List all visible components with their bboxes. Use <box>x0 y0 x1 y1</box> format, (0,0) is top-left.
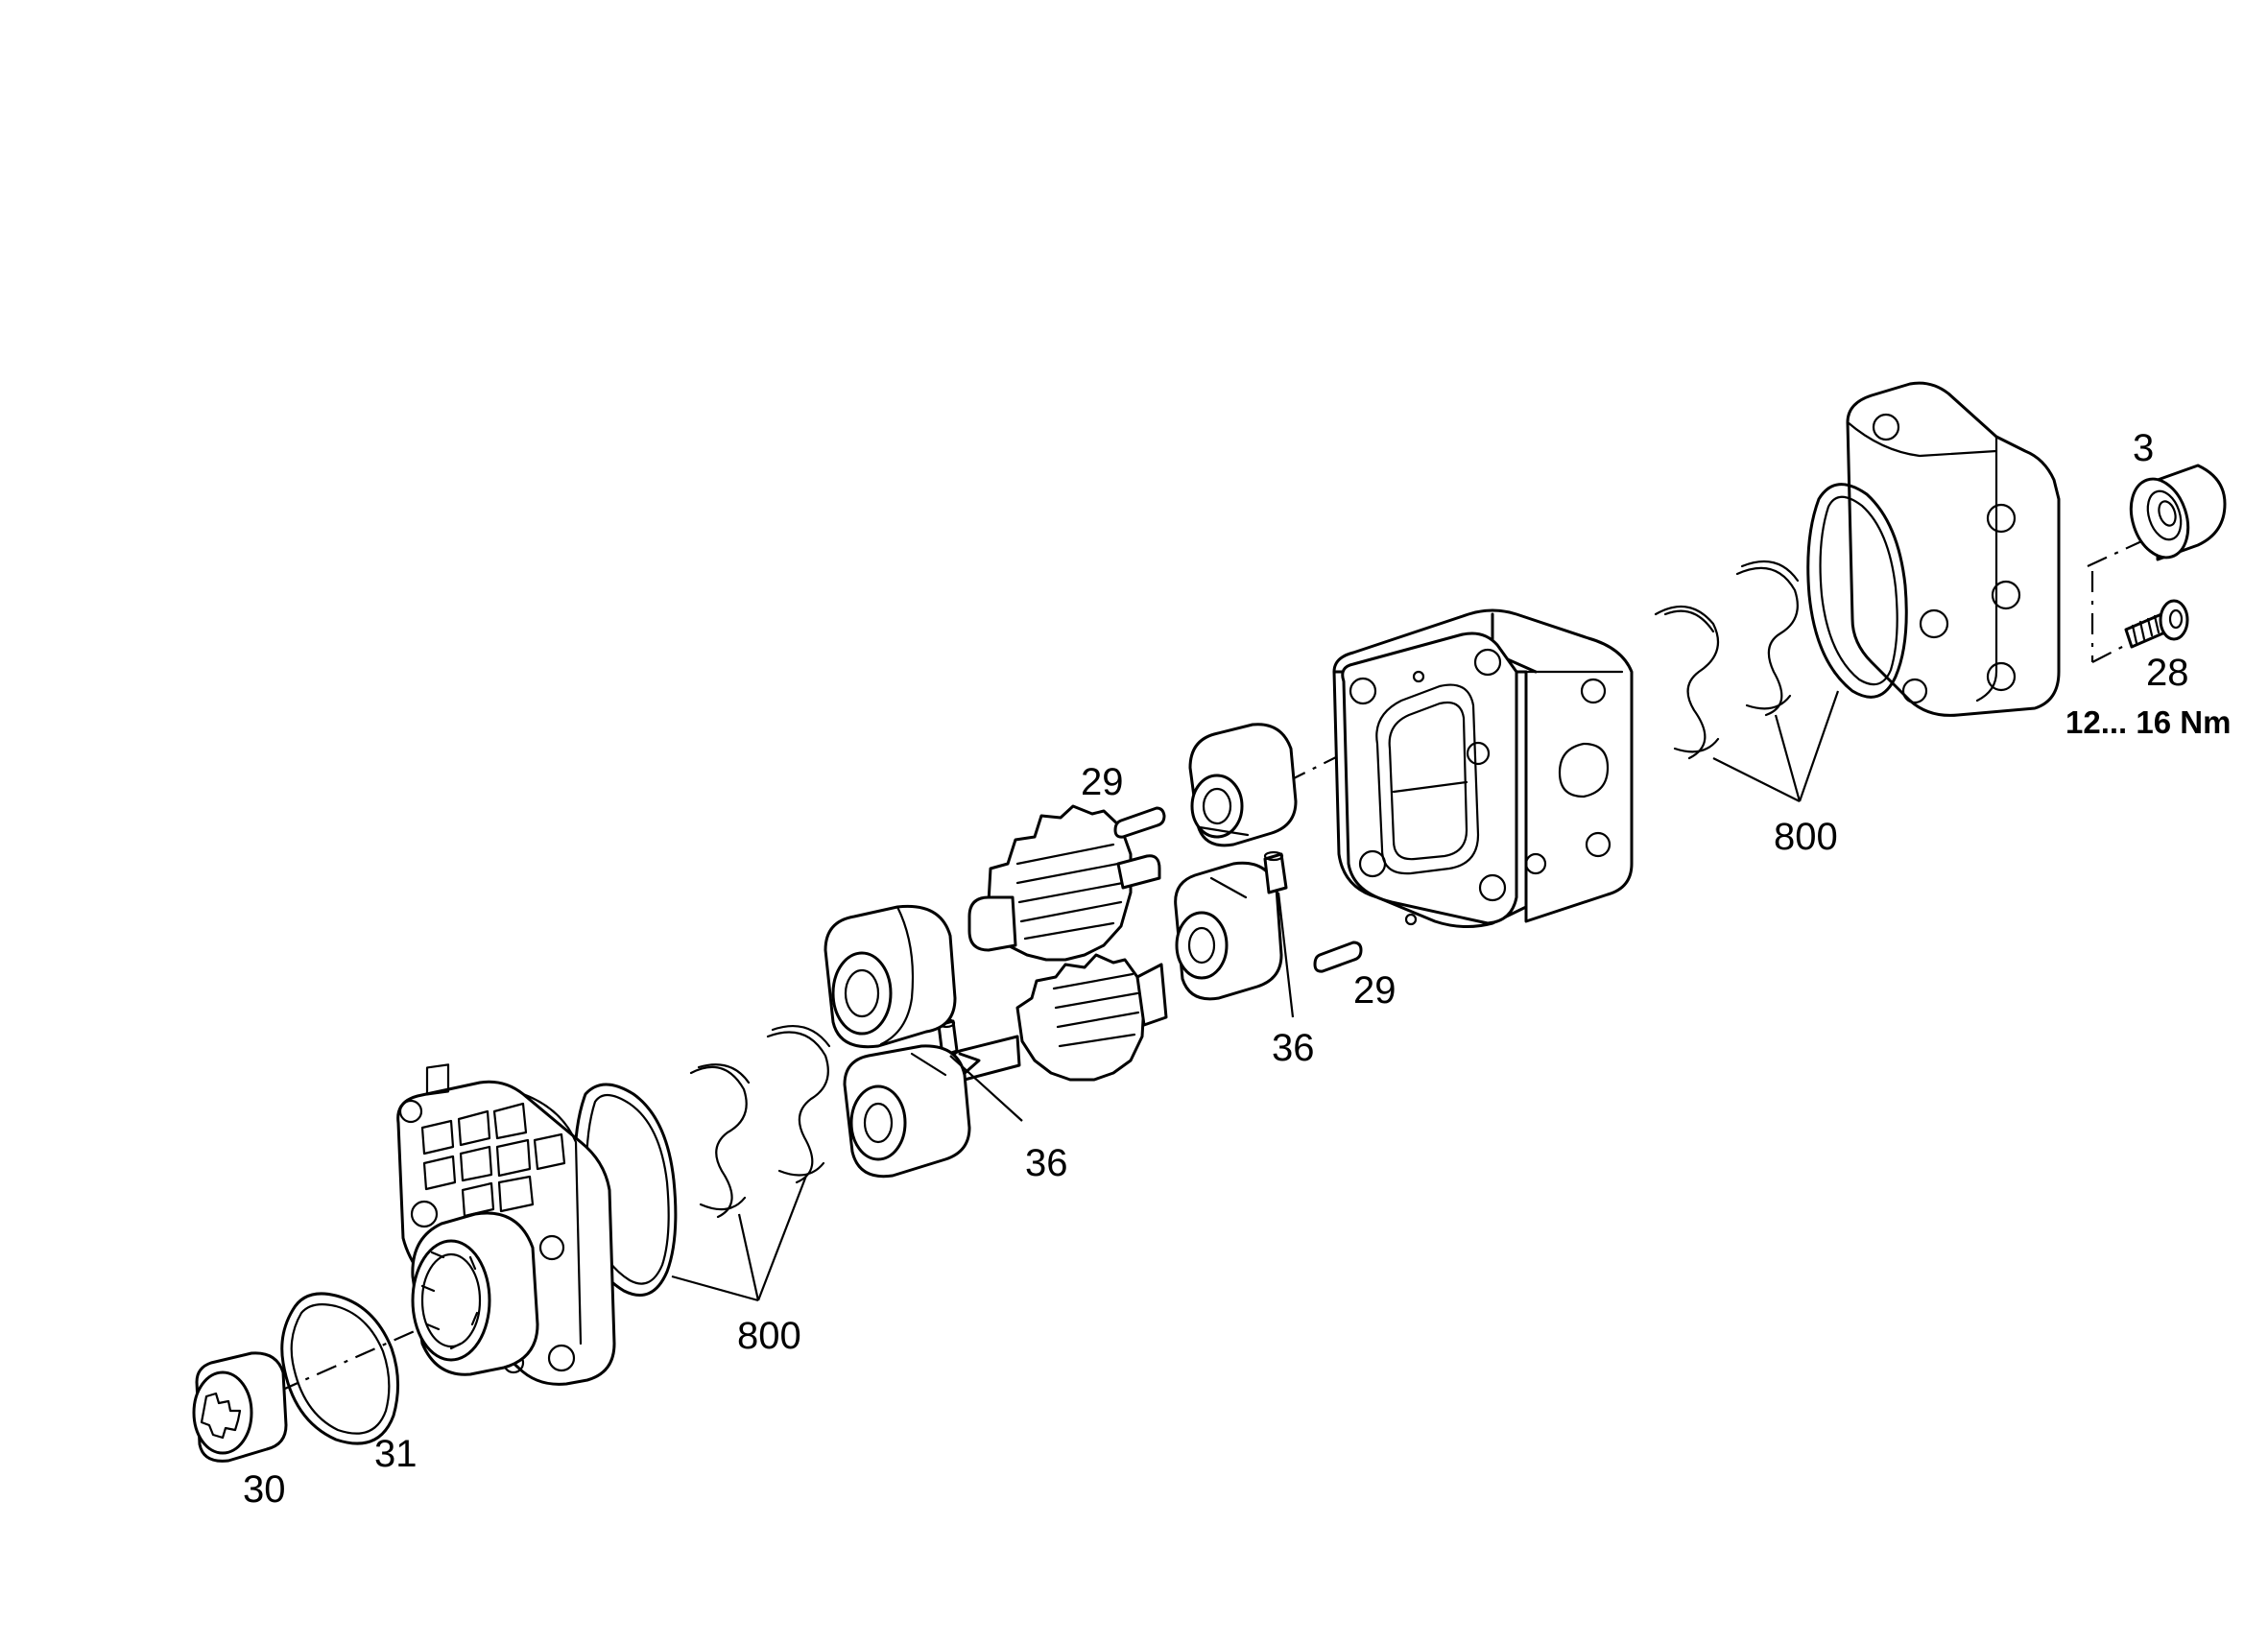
bearing-block-lower-left <box>843 1044 971 1179</box>
snap-ring-part <box>280 1292 400 1445</box>
axis-line-upper <box>2087 536 2151 567</box>
leader-36-right <box>1277 892 1295 1018</box>
drive-gear <box>948 953 1168 1082</box>
driven-gear <box>967 804 1161 962</box>
label-part-29-upper: 29 <box>1081 761 1124 803</box>
axis-line-screw-b <box>2091 644 2127 663</box>
dowel-pins <box>1113 670 1425 973</box>
label-part-3: 3 <box>2133 427 2154 469</box>
label-part-28: 28 <box>2146 652 2189 694</box>
leader-36-center <box>949 1055 1023 1122</box>
part-labels: 3 28 12... 16 Nm 29 29 800 36 36 800 31 … <box>243 427 2231 1511</box>
label-part-36-right: 36 <box>1272 1027 1315 1069</box>
leader-lines <box>671 690 1840 1302</box>
seal-rings-left <box>689 1025 831 1219</box>
label-torque-28: 12... 16 Nm <box>2065 704 2231 740</box>
rear-cover-plate <box>1846 381 2061 717</box>
coupling-sleeve-part <box>192 1351 288 1463</box>
dowel-pin-upper <box>1113 806 1166 839</box>
leader-800-right-b <box>1774 714 1802 802</box>
leader-800-left-a <box>671 1275 759 1302</box>
leader-800-left-b <box>737 1213 760 1301</box>
label-part-36-center: 36 <box>1025 1142 1068 1184</box>
leader-800-right-a <box>1712 757 1801 802</box>
cover-o-ring <box>1806 483 1908 699</box>
seal-rings-right <box>1654 560 1800 760</box>
sleeve-pin-right <box>1263 852 1288 894</box>
leader-800-right-c <box>1798 690 1840 802</box>
label-part-800-right: 800 <box>1774 816 1838 858</box>
seal-ring-part <box>2129 464 2227 561</box>
bearing-sleeve-upper-left <box>824 904 957 1049</box>
bearing-block-upper-right <box>1188 723 1298 847</box>
dowel-pin-lower <box>1313 941 1363 973</box>
screw-part <box>2124 599 2189 649</box>
bearing-block-lower-right <box>1174 861 1283 1001</box>
label-part-29-lower: 29 <box>1353 969 1397 1012</box>
label-part-30: 30 <box>243 1468 286 1511</box>
pump-housing <box>1332 608 1634 928</box>
front-flange-cover <box>396 1063 616 1386</box>
label-part-800-left: 800 <box>737 1315 801 1357</box>
leader-800-left-c <box>756 1175 808 1301</box>
label-part-31: 31 <box>374 1433 418 1475</box>
